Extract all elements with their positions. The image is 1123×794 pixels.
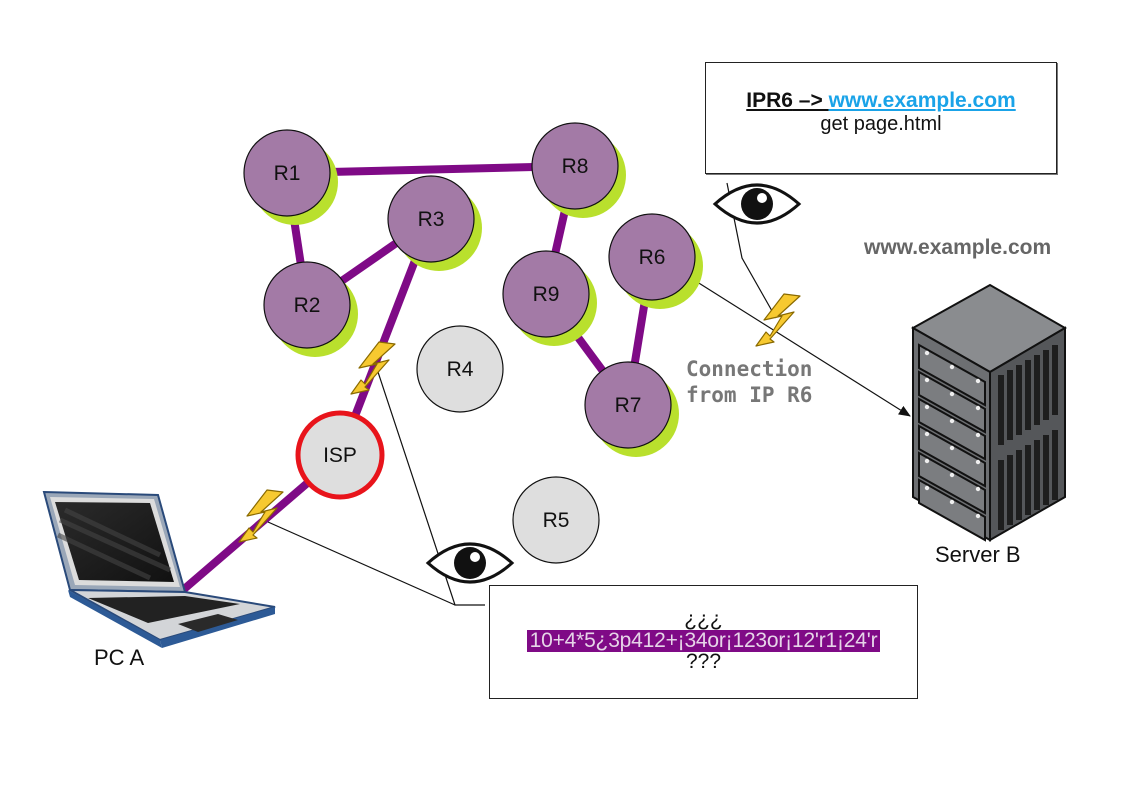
node-circle [502,250,590,338]
encrypted-payload: 10+4*5¿3p412+¡34or¡123or¡12'r1¡24'r [526,630,881,652]
node-circle [387,175,475,263]
server-name-label: Server B [935,542,1021,567]
router-node-r7[interactable]: R7 [584,361,679,457]
node-circle [584,361,672,449]
node-circle [243,129,331,217]
lightning-bolt-icon [755,293,801,347]
bolts-layer [238,293,801,543]
node-label: R2 [294,294,321,317]
node-label: R6 [639,246,666,269]
eye-icon [425,542,515,584]
node-circle [416,325,504,413]
node-circle [263,261,351,349]
arrow-text: –> [792,89,829,112]
node-label: R5 [543,509,570,532]
node-label: ISP [323,444,357,467]
router-node-r4[interactable]: R4 [416,325,504,413]
server-icon [910,283,1067,542]
unknown-marks-bottom: ??? [685,650,722,673]
router-node-isp[interactable]: ISP [295,410,385,500]
callout-line-entry-b [267,521,456,606]
connection-note-line2: from IP R6 [686,383,813,407]
node-circle [608,213,696,301]
lightning-bolt-icon [238,489,284,543]
router-node-r3[interactable]: R3 [387,175,482,271]
laptop-icon [42,490,276,648]
connection-note: Connection from IP R6 [686,356,812,408]
router-node-r9[interactable]: R9 [502,250,597,346]
router-node-r8[interactable]: R8 [531,122,626,218]
router-node-r2[interactable]: R2 [263,261,358,357]
router-node-r5[interactable]: R5 [512,476,600,564]
node-circle [295,410,385,500]
connection-arrow [693,279,911,417]
server-domain-label: www.example.com [864,236,1052,259]
unknown-marks-top: ¿¿¿ [684,608,723,631]
destination-domain-link[interactable]: www.example.com [828,89,1016,112]
source-ip: IPR6 [746,89,793,112]
lightning-bolt-icon [350,341,396,395]
node-label: R7 [615,394,642,417]
node-circle [512,476,600,564]
node-circle [531,122,619,210]
node-label: R1 [274,162,301,185]
connection-note-line1: Connection [686,357,813,381]
node-label: R4 [447,358,474,381]
node-label: R8 [562,155,589,178]
entry-traffic-box: ¿¿¿ 10+4*5¿3p412+¡34or¡123or¡12'r1¡24'r … [489,585,918,699]
router-node-r6[interactable]: R6 [608,213,703,309]
exit-request-line: IPR6 –> www.example.com [706,89,1056,113]
router-node-r1[interactable]: R1 [243,129,338,225]
exit-node-traffic-box: IPR6 –> www.example.com get page.html [705,62,1057,174]
eye-icon [712,183,802,225]
pc-name-label: PC A [94,645,145,670]
node-label: R9 [533,283,560,306]
http-request: get page.html [820,113,942,135]
node-label: R3 [418,208,445,231]
